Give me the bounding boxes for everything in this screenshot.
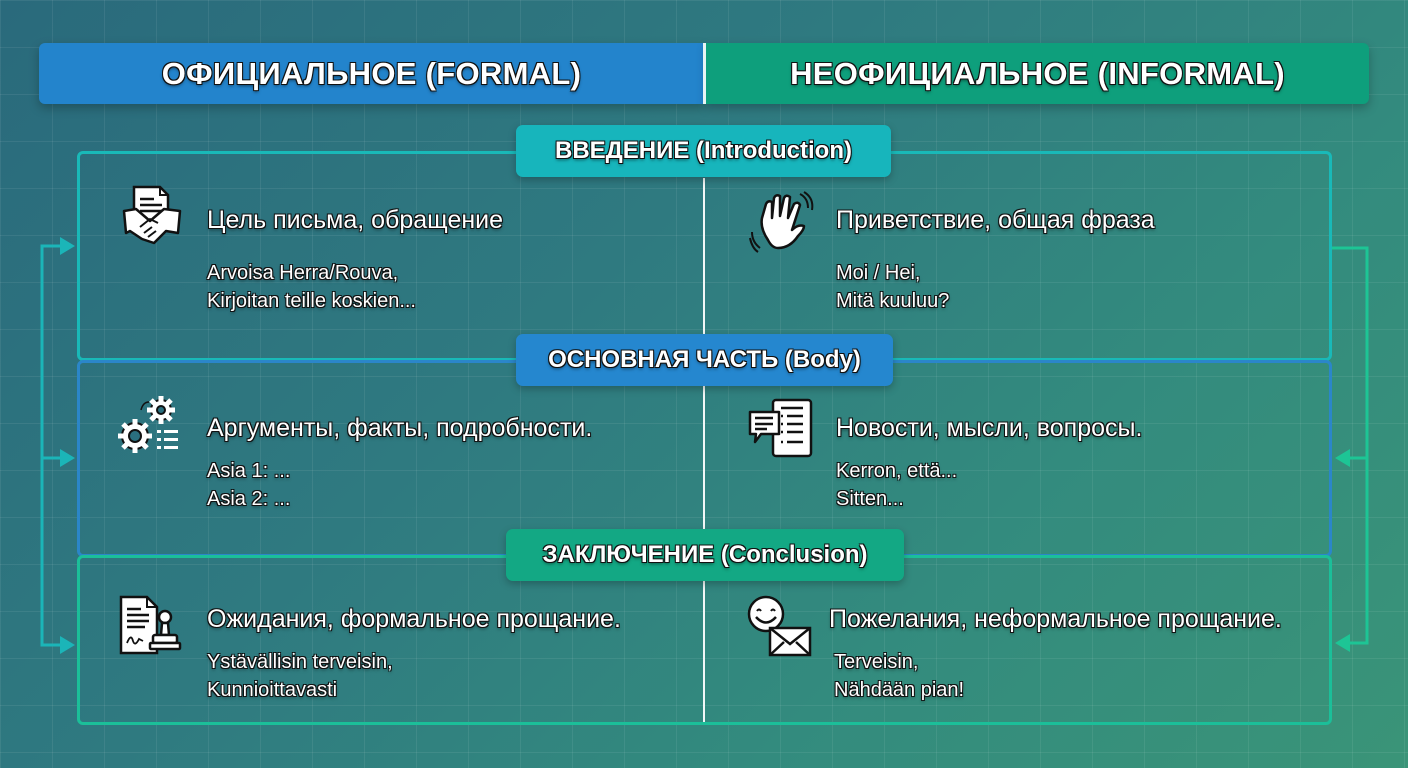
- informal-header: НЕОФИЦИАЛЬНОЕ (INFORMAL): [706, 43, 1369, 104]
- gears-list-icon: [118, 396, 178, 453]
- body-formal-title: Аргументы, факты, подробности.: [207, 414, 593, 442]
- waving-hand-icon: [749, 191, 814, 253]
- conclusion-formal-title: Ожидания, формальное прощание.: [207, 605, 621, 633]
- arrow-left-icon: [1335, 449, 1350, 467]
- intro-formal-example-1: Arvoisa Herra/Rouva,: [207, 262, 399, 284]
- body-informal-example-2: Sitten...: [836, 488, 904, 510]
- body-informal-example-1: Kerron, että...: [836, 460, 958, 482]
- right-flow-arrows: [1332, 246, 1369, 645]
- chat-document-icon: [748, 398, 813, 458]
- arrow-right-icon: [60, 237, 75, 255]
- conclusion-formal-example-2: Kunnioittavasti: [207, 679, 338, 701]
- body-label: ОСНОВНАЯ ЧАСТЬ (Body): [516, 334, 893, 386]
- body-formal-example-1: Asia 1: ...: [207, 460, 291, 482]
- formal-header: ОФИЦИАЛЬНОЕ (FORMAL): [39, 43, 704, 104]
- arrow-left-icon: [1335, 634, 1350, 652]
- letter-handshake-icon: [122, 185, 182, 245]
- left-flow-arrows: [40, 244, 62, 647]
- intro-informal-example-2: Mitä kuuluu?: [836, 290, 950, 312]
- intro-informal-title: Приветствие, общая фраза: [836, 206, 1155, 234]
- body-informal-title: Новости, мысли, вопросы.: [836, 414, 1143, 442]
- arrow-right-icon: [60, 449, 75, 467]
- intro-formal-title: Цель письма, обращение: [207, 206, 504, 234]
- smiley-envelope-icon: [747, 595, 812, 657]
- conclusion-informal-example-2: Nähdään pian!: [834, 679, 965, 701]
- introduction-label: ВВЕДЕНИЕ (Introduction): [516, 125, 891, 177]
- conclusion-informal-title: Пожелания, неформальное прощание.: [829, 605, 1282, 633]
- intro-informal-example-1: Moi / Hei,: [836, 262, 921, 284]
- conclusion-informal-example-1: Terveisin,: [834, 651, 919, 673]
- intro-formal-example-2: Kirjoitan teille koskien...: [207, 290, 416, 312]
- arrow-right-icon: [60, 636, 75, 654]
- body-formal-example-2: Asia 2: ...: [207, 488, 291, 510]
- header-divider: [703, 43, 706, 104]
- signed-document-stamp-icon: [119, 595, 182, 655]
- column-divider: [703, 178, 705, 722]
- conclusion-label: ЗАКЛЮЧЕНИЕ (Conclusion): [506, 529, 904, 581]
- conclusion-formal-example-1: Ystävällisin terveisin,: [207, 651, 393, 673]
